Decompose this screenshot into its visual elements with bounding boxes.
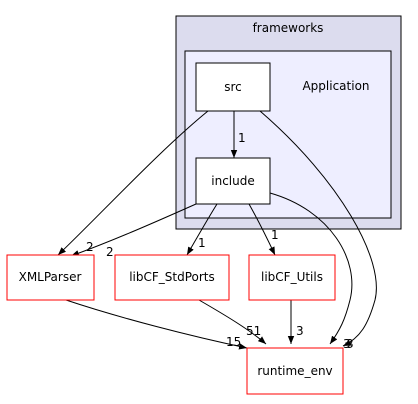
edge-src-runtime <box>259 110 377 347</box>
node-libcf-utils-box <box>248 254 336 301</box>
node-include-box <box>195 157 271 205</box>
node-runtime-env[interactable]: runtime_env <box>246 347 344 395</box>
node-src-box <box>195 62 271 112</box>
edge-include-runtime <box>269 192 353 345</box>
edge-label-include-xmlparser: 2 <box>106 245 114 259</box>
edge-stdports-runtime <box>198 299 267 345</box>
cluster-frameworks-label: frameworks <box>253 21 324 35</box>
edge-src-xmlparser <box>57 110 209 256</box>
edge-label-include-utils: 1 <box>271 228 279 242</box>
node-runtime-env-label: runtime_env <box>257 364 332 378</box>
node-libcf-utils[interactable]: libCF_Utils <box>248 254 336 301</box>
edge-label-src-xmlparser: 2 <box>86 240 94 254</box>
edge-label-src-include: 1 <box>238 131 246 145</box>
node-src[interactable]: src <box>195 62 271 112</box>
cluster-application-label: Application <box>302 79 369 93</box>
node-xmlparser-box <box>6 254 95 301</box>
node-include-label: include <box>211 174 254 188</box>
node-libcf-utils-label: libCF_Utils <box>261 270 323 284</box>
edge-label-include-runtime: 3 <box>343 337 351 351</box>
node-runtime-env-box <box>246 347 344 395</box>
edge-xmlparser-runtime <box>65 299 248 350</box>
node-xmlparser[interactable]: XMLParser <box>6 254 95 301</box>
edges: 1 2 3 2 1 1 3 15 51 3 <box>57 110 377 351</box>
node-libcf-stdports[interactable]: libCF_StdPorts <box>114 254 230 301</box>
edge-include-stdports <box>186 203 218 256</box>
node-libcf-stdports-box <box>114 254 230 301</box>
edge-label-utils-runtime: 3 <box>296 324 304 338</box>
edge-label-include-stdports: 1 <box>198 236 206 250</box>
edge-include-xmlparser <box>70 203 197 257</box>
edge-label-src-runtime: 3 <box>346 337 354 351</box>
node-libcf-stdports-label: libCF_StdPorts <box>129 270 215 284</box>
node-include[interactable]: include <box>195 157 271 205</box>
edge-label-xmlparser-runtime: 15 <box>226 335 241 349</box>
node-xmlparser-label: XMLParser <box>19 270 82 284</box>
node-src-label: src <box>224 80 242 94</box>
edge-label-stdports-runtime: 51 <box>246 324 261 338</box>
edge-include-utils <box>248 203 276 256</box>
